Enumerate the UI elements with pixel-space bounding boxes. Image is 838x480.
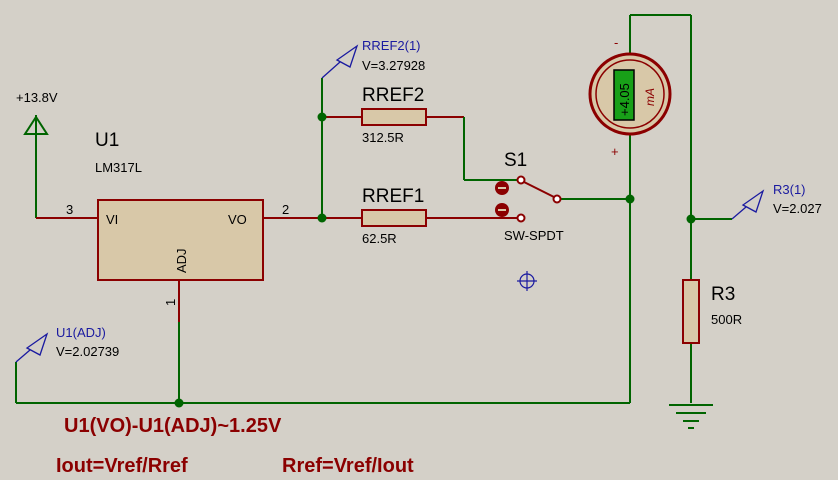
s1-switch[interactable] xyxy=(495,175,562,223)
probe-u1adj-value: V=2.02739 xyxy=(56,344,119,359)
probe-u1adj-name: U1(ADJ) xyxy=(56,325,106,340)
probe-u1adj[interactable] xyxy=(15,332,49,363)
junction-dot xyxy=(317,213,327,223)
probe-rref2[interactable] xyxy=(321,44,359,79)
ammeter-reading: +4.05 xyxy=(617,83,632,116)
u1-pin-vo-label: VO xyxy=(228,212,247,227)
rref2-value: 312.5R xyxy=(362,130,404,145)
junction-dot xyxy=(174,398,184,408)
junction-dot xyxy=(686,214,696,224)
ammeter-unit: mA xyxy=(643,88,657,106)
ammeter-plus-label: + xyxy=(611,144,619,159)
r3-value: 500R xyxy=(711,312,742,327)
probe-rref2-name: RREF2(1) xyxy=(362,38,421,53)
s1-part: SW-SPDT xyxy=(504,228,564,243)
ammeter-minus-label: - xyxy=(614,35,618,50)
rref1-value: 62.5R xyxy=(362,231,397,246)
u1-pin3-number: 3 xyxy=(66,202,73,217)
probe-rref2-value: V=3.27928 xyxy=(362,58,425,73)
probe-r3-value: V=2.027 xyxy=(773,201,822,216)
junction-dot xyxy=(625,194,635,204)
note-line1: U1(VO)-U1(ADJ)~1.25V xyxy=(64,415,282,437)
u1-name: U1 xyxy=(95,130,119,151)
rref1-resistor[interactable] xyxy=(361,209,427,227)
rref2-resistor[interactable] xyxy=(361,108,427,126)
probe-r3[interactable] xyxy=(731,189,765,220)
note-line2-left: Iout=Vref/Rref xyxy=(56,455,188,477)
ammeter-display xyxy=(613,69,635,121)
power-terminal[interactable] xyxy=(23,115,98,219)
rref1-name: RREF1 xyxy=(362,186,424,207)
note-line2-right: Rref=Vref/Iout xyxy=(282,455,414,477)
ammeter[interactable] xyxy=(588,52,672,136)
u1-pin2-number: 2 xyxy=(282,202,289,217)
supply-label: +13.8V xyxy=(16,90,58,105)
u1-regulator[interactable] xyxy=(97,199,264,281)
junction-dot xyxy=(317,112,327,122)
u1-pin-vi-label: VI xyxy=(106,212,118,227)
probe-r3-name: R3(1) xyxy=(773,182,806,197)
r3-name: R3 xyxy=(711,284,735,305)
rref2-name: RREF2 xyxy=(362,85,424,106)
r3-resistor[interactable] xyxy=(682,279,700,344)
u1-part: LM317L xyxy=(95,160,142,175)
s1-name: S1 xyxy=(504,150,527,171)
crosshair-icon xyxy=(517,271,537,291)
wires xyxy=(15,14,732,404)
u1-pin-adj-label: ADJ xyxy=(174,248,189,273)
u1-pin1-number: 1 xyxy=(163,299,178,306)
ground-icon[interactable] xyxy=(669,404,713,429)
